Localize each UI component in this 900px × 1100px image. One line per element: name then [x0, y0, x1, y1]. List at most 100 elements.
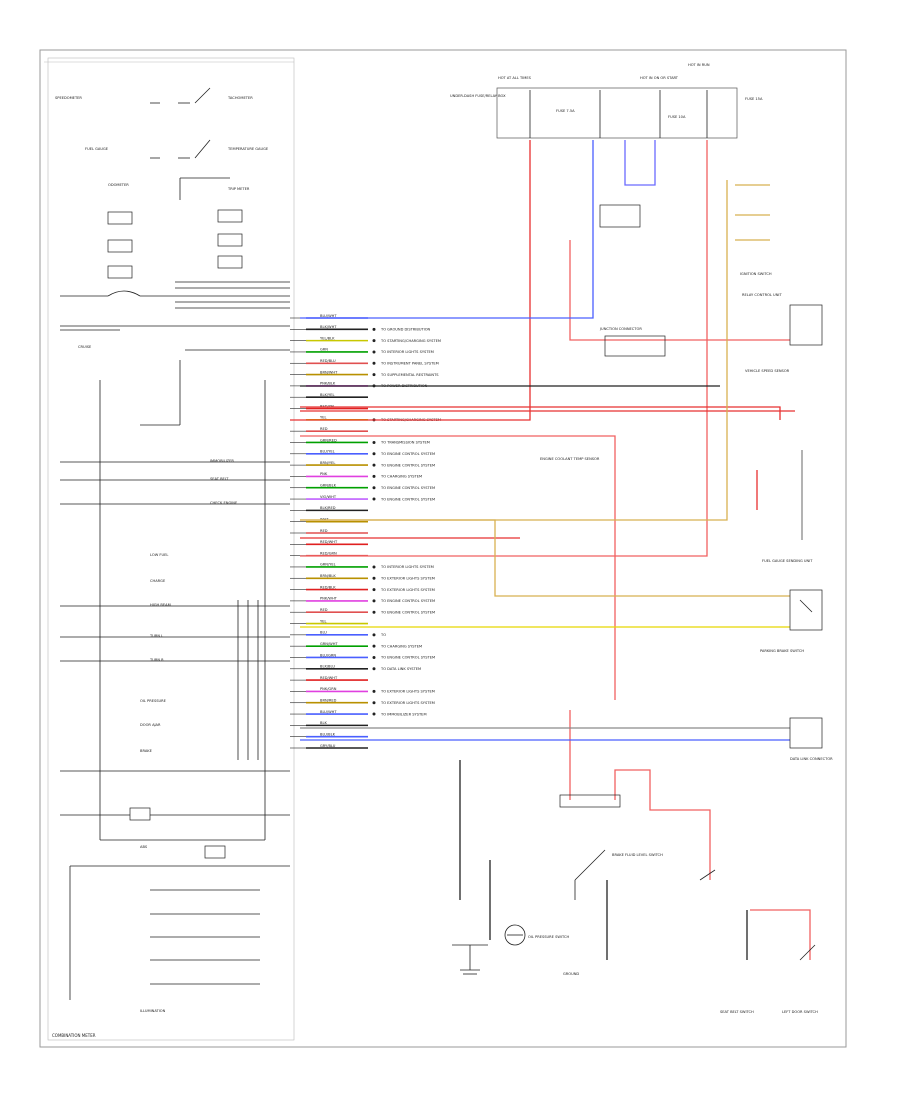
- fuse-10a-label: FUSE 10A: [668, 115, 686, 119]
- connector-destination-label: TO EXTERIOR LIGHTS SYSTEM: [380, 690, 435, 694]
- right-components: IGNITION SWITCH RELAY CONTROL UNIT JUNCT…: [452, 204, 833, 1014]
- connector-arrow-icon: [372, 361, 376, 365]
- connector-wire-color-label: GRN: [320, 348, 328, 352]
- connector-arrow-icon: [372, 350, 376, 354]
- connector-wire-color-label: BRN/WHT: [320, 370, 338, 374]
- junction-connector-label: JUNCTION CONNECTOR: [599, 327, 642, 331]
- connector-wire-color-label: RED/BLK: [320, 585, 336, 589]
- fuse-box-outline: [496, 87, 738, 139]
- brake-label: BRAKE: [140, 749, 153, 753]
- connector-wire-color-label: RED/YEL: [320, 404, 335, 408]
- seat-belt-label: SEAT BELT: [210, 477, 229, 481]
- data-link-connector-box: [789, 717, 823, 749]
- connector-destination-label: TO CHARGING SYSTEM: [380, 475, 422, 479]
- connector-wire-color-label: RED: [320, 529, 328, 533]
- vehicle-speed-sensor-label: VEHICLE SPEED SENSOR: [745, 369, 790, 373]
- connector-destination-label: TO INTERIOR LIGHTS SYSTEM: [380, 350, 434, 354]
- connector-destination-label: TO ENGINE CONTROL SYSTEM: [380, 497, 435, 501]
- connector-wire-color-label: PNK/WHT: [320, 597, 338, 601]
- connector-wire-color-label: GRN/YEL: [320, 563, 336, 567]
- under-dash-fuse-box-label: UNDER-DASH FUSE/RELAY BOX: [450, 94, 506, 98]
- oil-pressure-label: OIL PRESSURE: [140, 699, 167, 703]
- connector-wire-color-label: GRN/RED: [320, 438, 337, 442]
- connector-destination-label: TO ENGINE CONTROL SYSTEM: [380, 452, 435, 456]
- connector-wire-color-label: BLU/WHT: [320, 314, 337, 318]
- fuse-hot-in-on-start: HOT IN ON OR START: [640, 76, 679, 80]
- lower-connector-box: [559, 794, 621, 808]
- wire-red-feed-9: [750, 909, 811, 960]
- connector-arrow-icon: [372, 440, 376, 444]
- connector-arrow-icon: [372, 712, 376, 716]
- combination-meter: COMBINATION METER SPEEDOMETER TACHOMETER…: [47, 57, 295, 1041]
- connector-destination-label: TO: [380, 633, 386, 637]
- connector-destination-label: TO IMMOBILIZER SYSTEM: [380, 712, 427, 716]
- connector-destination-label: TO ENGINE CONTROL SYSTEM: [380, 610, 435, 614]
- connector-destination-label: TO TRANSMISSION SYSTEM: [380, 441, 430, 445]
- immobilizer-label: IMMOBILIZER: [210, 459, 234, 463]
- wire-tan-2: [300, 519, 790, 597]
- connector-wire-color-label: YEL/BLK: [320, 336, 335, 340]
- cluster-internal-circuits: [60, 87, 290, 1000]
- ignition-switch-box: [599, 204, 641, 228]
- connector-arrow-icon: [372, 474, 376, 478]
- connector-wire-color-label: GRN/WHT: [320, 642, 338, 646]
- right-component-symbols: [452, 599, 816, 975]
- connector-wire-color-label: BLU/YEL: [320, 450, 335, 454]
- trip-meter-label: TRIP METER: [227, 187, 250, 191]
- connector-wire-color-label: BLK: [320, 721, 327, 725]
- low-fuel-label: LOW FUEL: [150, 553, 168, 557]
- connector-wire-color-label: BLK/RED: [320, 506, 336, 510]
- connector-destination-label: TO ENGINE CONTROL SYSTEM: [380, 599, 435, 603]
- connector-wire-color-label: RED/WHT: [320, 540, 338, 544]
- ignition-switch-label: IGNITION SWITCH: [740, 272, 772, 276]
- wire-red-feed-5: [300, 435, 616, 700]
- wire-tan-3: [735, 184, 770, 241]
- wire-red-feed-2: [300, 140, 708, 557]
- parking-brake-switch-label: PARKING BRAKE SWITCH: [760, 649, 804, 653]
- wire-red-feed-8: [614, 769, 711, 880]
- connector-destination-label: TO ENGINE CONTROL SYSTEM: [380, 486, 435, 490]
- connector-destination-label: TO EXTERIOR LIGHTS SYSTEM: [380, 576, 435, 580]
- connector-wire-color-label: PNK: [320, 472, 328, 476]
- fuse-15a-label: FUSE 15A: [745, 97, 763, 101]
- speedometer-label: SPEEDOMETER: [55, 96, 82, 100]
- connector-wire-color-label: RED: [320, 427, 328, 431]
- connector-wire-color-label: RED/BLU: [320, 359, 336, 363]
- connector-destination-label: TO INTERIOR LIGHTS SYSTEM: [380, 565, 434, 569]
- connector-arrow-icon: [372, 701, 376, 705]
- left-door-switch-label: LEFT DOOR SWITCH: [782, 1010, 818, 1014]
- connector-wire-color-label: RED: [320, 608, 328, 612]
- fuse-relay-box: HOT AT ALL TIMES HOT IN ON OR START HOT …: [450, 63, 763, 139]
- connector-wire-color-label: GRY/BLU: [320, 744, 336, 748]
- connector-wire-color-label: BLK/YEL: [320, 393, 335, 397]
- connector-arrow-icon: [372, 644, 376, 648]
- wire-harness: [290, 140, 811, 960]
- connector-wire-color-label: BLU/BLK: [320, 732, 336, 736]
- connector-arrow-icon: [372, 610, 376, 614]
- brake-fluid-switch-label: BRAKE FLUID LEVEL SWITCH: [612, 853, 663, 857]
- connector-destination-label: TO INSTRUMENT PANEL SYSTEM: [380, 361, 439, 365]
- cluster-label: COMBINATION METER: [52, 1033, 96, 1038]
- connector-wire-color-label: BLU: [320, 631, 327, 635]
- junction-connector-box: [604, 335, 666, 357]
- connector-destination-label: TO EXTERIOR LIGHTS SYSTEM: [380, 588, 435, 592]
- wire-blue-2: [624, 140, 656, 186]
- diagram-frame: [39, 49, 847, 1048]
- connector-arrow-icon: [372, 633, 376, 637]
- connector-destination-label: TO ENGINE CONTROL SYSTEM: [380, 463, 435, 467]
- connector-wire-color-label: BRN/BLK: [320, 574, 336, 578]
- connector-destination-label: TO DATA LINK SYSTEM: [380, 667, 421, 671]
- door-ajar-label: DOOR AJAR: [140, 723, 161, 727]
- connector-wire-color-label: BRN/RED: [320, 699, 337, 703]
- connector-arrow-icon: [372, 667, 376, 671]
- fuel-gauge-label: FUEL GAUGE: [85, 147, 109, 151]
- connector-destination-label: TO CHARGING SYSTEM: [380, 644, 422, 648]
- cruise-label: CRUISE: [78, 345, 92, 349]
- connector-wire-color-label: BLK/BLU: [320, 665, 335, 669]
- coolant-temp-sensor-label: ENGINE COOLANT TEMP SENSOR: [540, 457, 600, 461]
- connector-wire-color-label: YEL: [320, 619, 326, 623]
- illumination-label: ILLUMINATION: [140, 1009, 166, 1013]
- turn-right-label: TURN R: [149, 658, 164, 662]
